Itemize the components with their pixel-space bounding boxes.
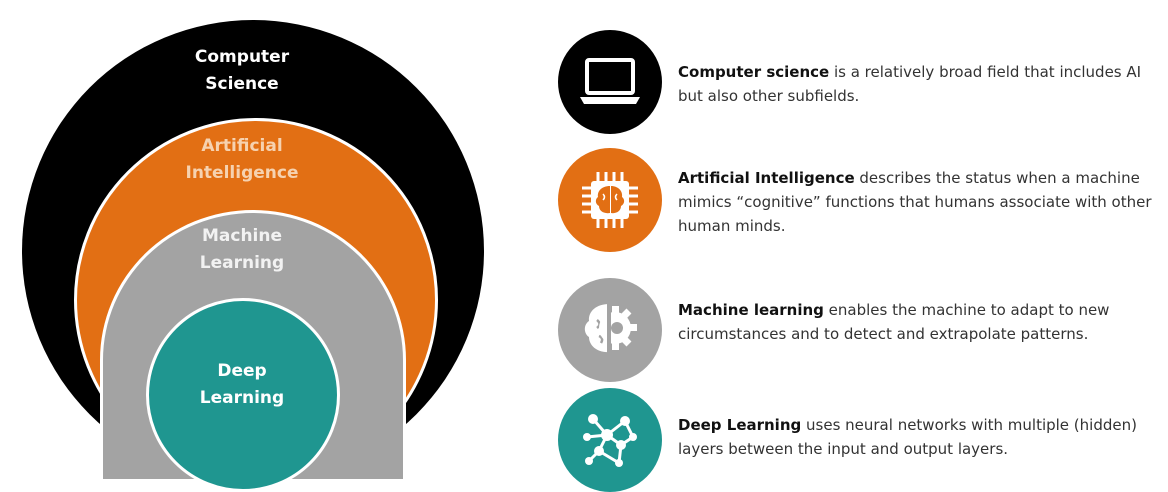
computer-science-label: Computer Science — [194, 47, 290, 94]
description-text: describes the status when a machine mimi… — [678, 169, 1152, 235]
computer-science-description: Computer science is a relatively broad f… — [678, 60, 1158, 108]
description-text: enables the machine to adapt to new circ… — [678, 301, 1110, 343]
description-term: Computer science — [678, 63, 830, 81]
deep-learning-label: Deep Learning — [199, 361, 285, 408]
artificial-intelligence-label: Artificial Intelligence — [185, 136, 299, 183]
deep-learning-description: Deep Learning uses neural networks with … — [678, 413, 1158, 461]
description-term: Artificial Intelligence — [678, 169, 855, 187]
description-term: Machine learning — [678, 301, 824, 319]
deep-learning-circle — [146, 298, 340, 492]
neural-network-icon — [558, 388, 662, 492]
laptop-icon — [558, 30, 662, 134]
machine-learning-label: Machine Learning — [199, 226, 285, 273]
description-text: uses neural networks with multiple (hidd… — [678, 416, 1137, 458]
machine-learning-description: Machine learning enables the machine to … — [678, 298, 1158, 346]
description-text: is a relatively broad field that include… — [678, 63, 1142, 105]
artificial-intelligence-description: Artificial Intelligence describes the st… — [678, 166, 1158, 238]
description-term: Deep Learning — [678, 416, 802, 434]
brain-chip-icon — [558, 148, 662, 252]
brain-gear-icon — [558, 278, 662, 382]
